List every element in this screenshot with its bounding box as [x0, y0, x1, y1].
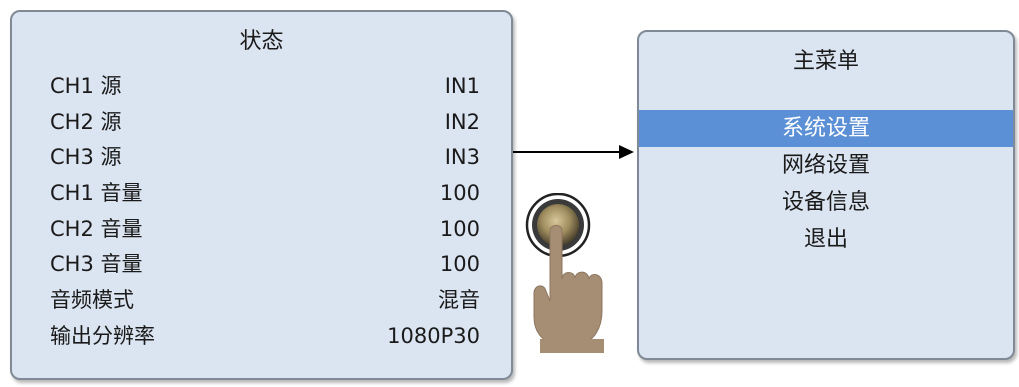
status-value: 100 [439, 252, 480, 277]
main-menu-list: 系统设置 网络设置 设备信息 退出 [639, 110, 1013, 258]
main-menu-panel: 主菜单 系统设置 网络设置 设备信息 退出 [637, 30, 1015, 360]
status-row-ch2-source: CH2 源 IN2 [50, 105, 480, 141]
arrow-right-icon [513, 145, 634, 159]
menu-item-system-settings[interactable]: 系统设置 [639, 110, 1013, 147]
finger-press-knob-icon [525, 193, 604, 353]
status-row-output-resolution: 输出分辨率 1080P30 [50, 319, 480, 355]
status-row-audio-mode: 音频模式 混音 [50, 283, 480, 319]
status-value: IN1 [444, 74, 480, 98]
status-label: CH1 源 [50, 74, 122, 98]
status-value: 100 [439, 216, 480, 241]
status-label: CH2 源 [50, 109, 122, 134]
status-value: 100 [439, 181, 480, 206]
status-panel: 状态 CH1 源 IN1 CH2 源 IN2 CH3 源 IN3 CH1 音量 … [10, 10, 513, 380]
status-list: CH1 源 IN1 CH2 源 IN2 CH3 源 IN3 CH1 音量 100… [50, 69, 480, 355]
status-row-ch2-volume: CH2 音量 100 [50, 212, 480, 248]
main-menu-title: 主菜单 [792, 49, 859, 74]
menu-item-network-settings[interactable]: 网络设置 [781, 153, 870, 178]
menu-item-device-info[interactable]: 设备信息 [781, 190, 870, 215]
status-row-ch3-volume: CH3 音量 100 [50, 247, 480, 283]
status-label: 输出分辨率 [50, 323, 155, 348]
status-label: 音频模式 [50, 288, 134, 313]
status-row-ch1-source: CH1 源 IN1 [50, 69, 480, 105]
status-value: IN3 [444, 145, 480, 170]
status-label: CH3 源 [50, 145, 122, 170]
status-value: IN2 [444, 109, 480, 134]
status-row-ch3-source: CH3 源 IN3 [50, 140, 480, 176]
status-row-ch1-volume: CH1 音量 100 [50, 176, 480, 212]
status-value: 1080P30 [387, 323, 480, 348]
menu-item-exit[interactable]: 退出 [803, 227, 848, 252]
status-value: 混音 [438, 288, 480, 313]
status-label: CH3 音量 [50, 252, 143, 277]
status-label: CH1 音量 [50, 181, 143, 206]
status-label: CH2 音量 [50, 216, 143, 241]
status-title: 状态 [239, 29, 284, 54]
